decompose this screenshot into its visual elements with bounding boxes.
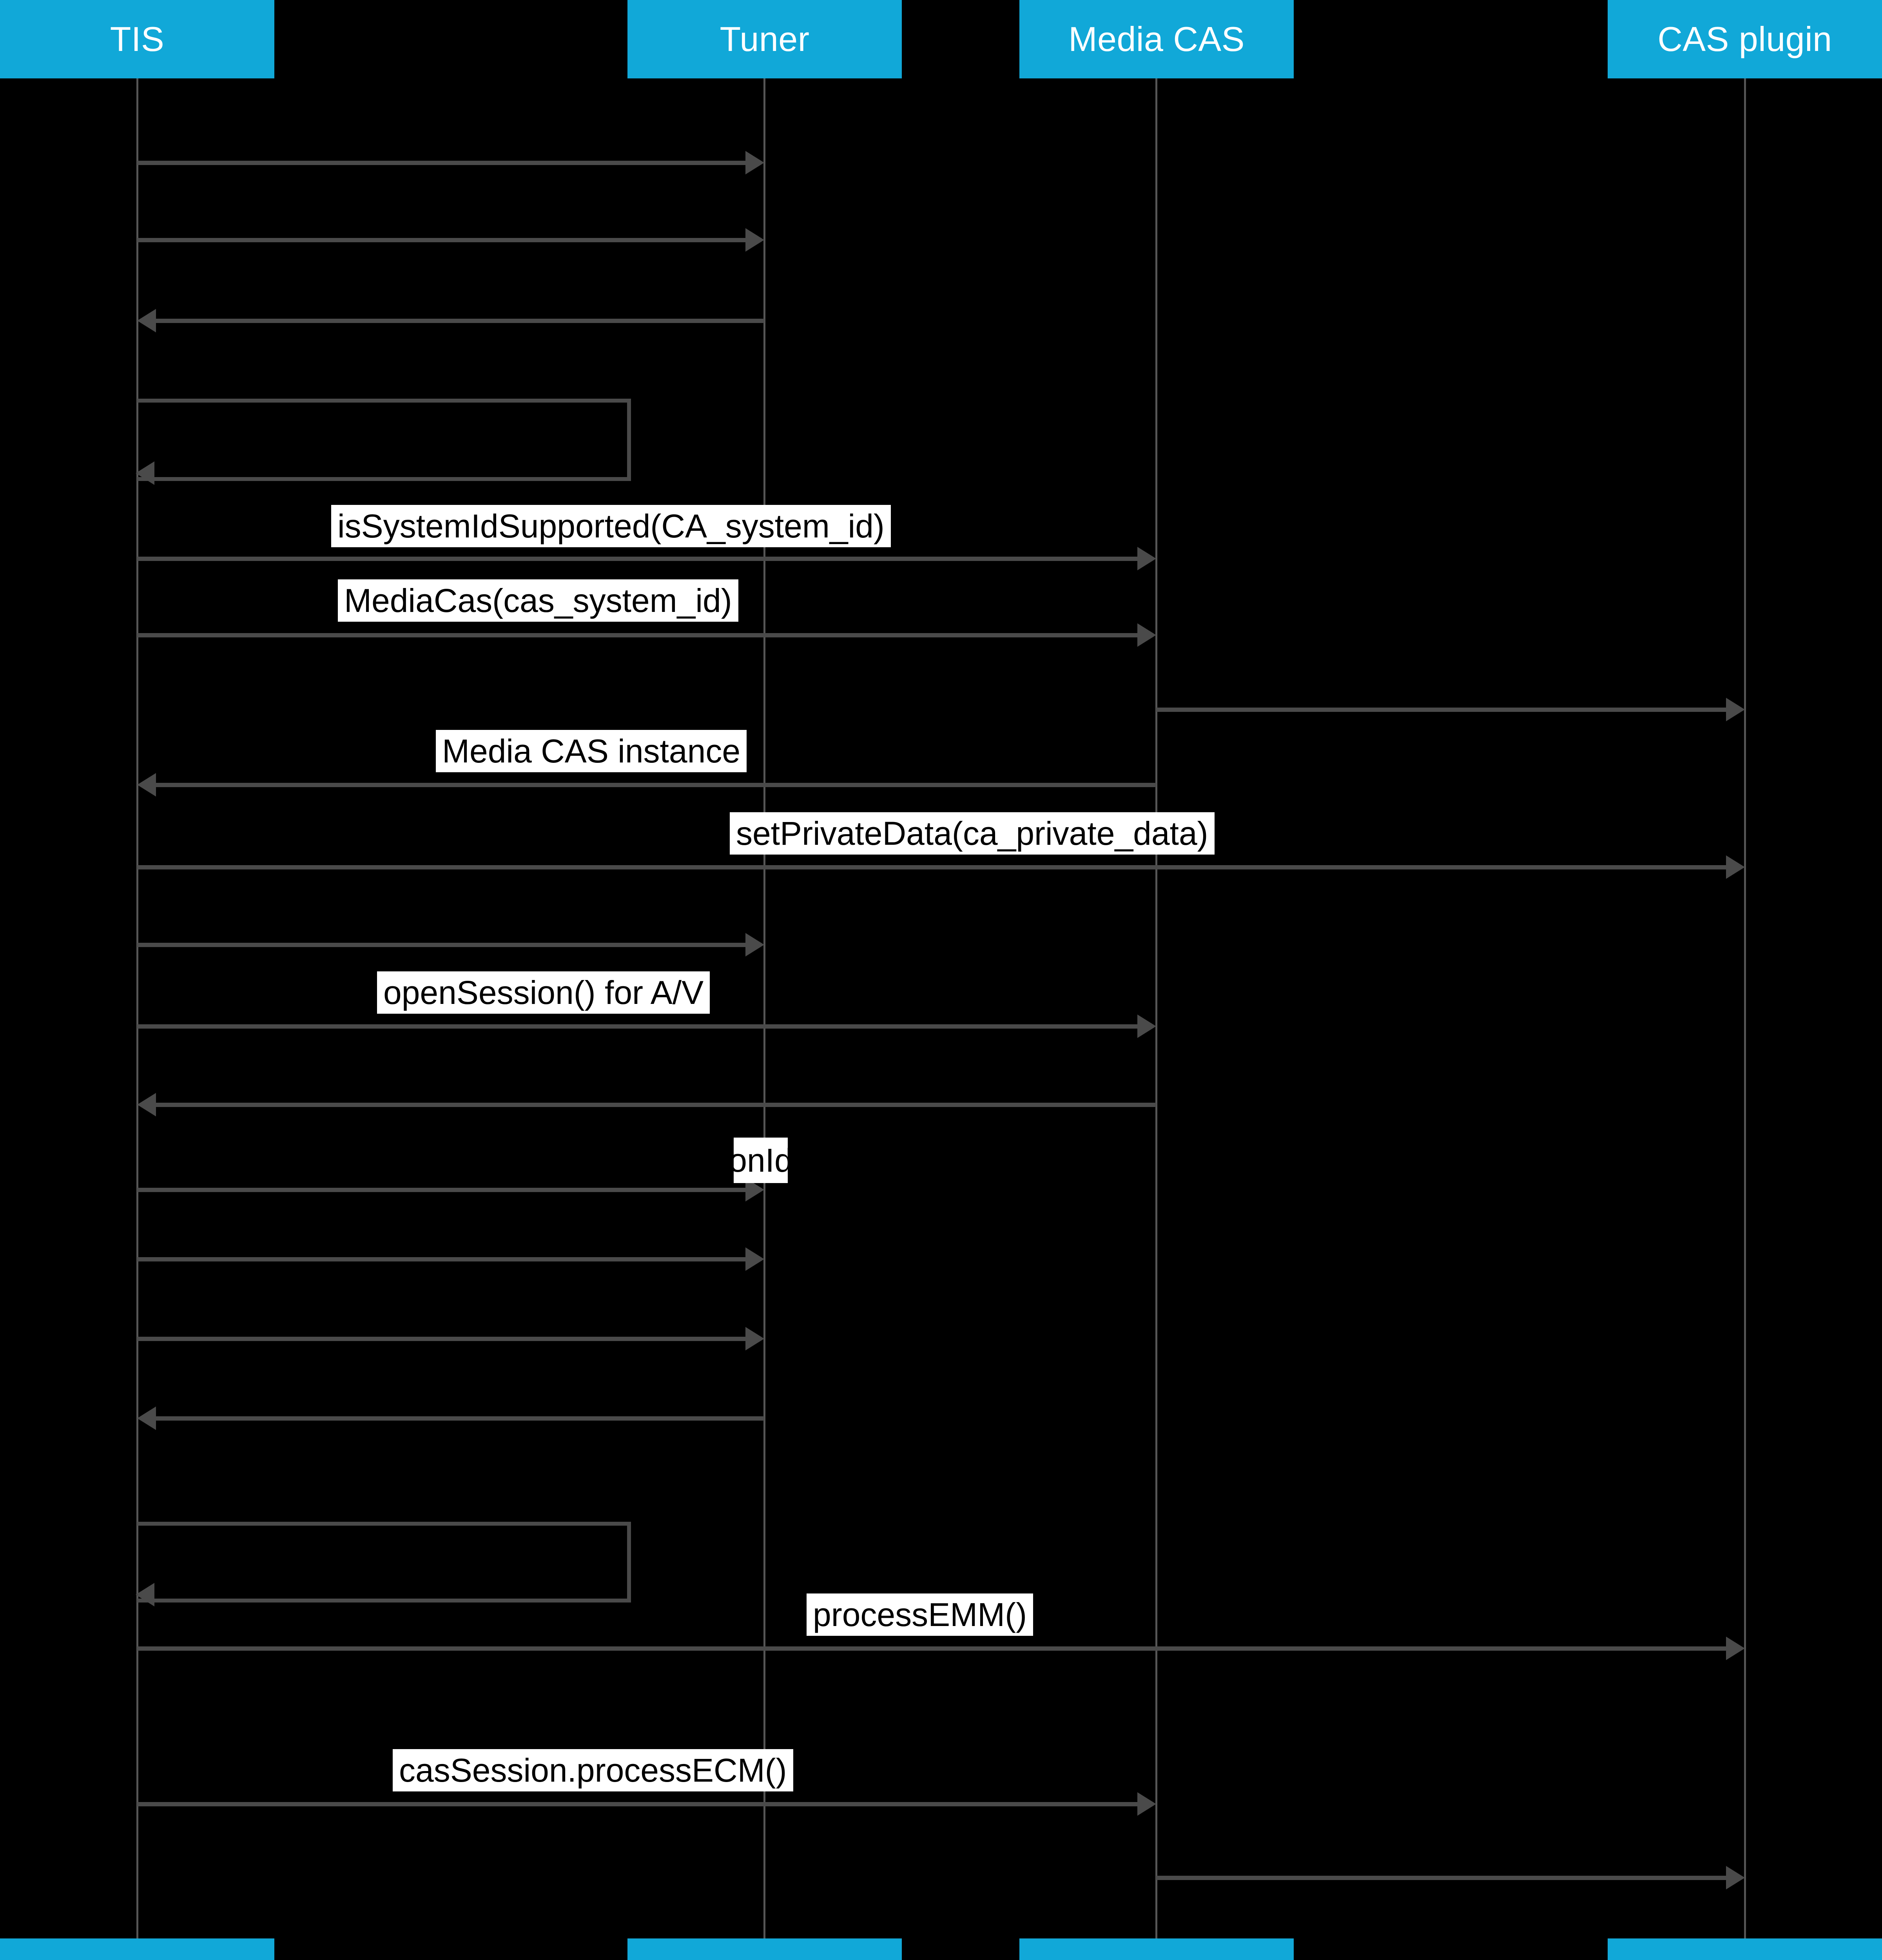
- lifeline-media-cas: [1155, 78, 1157, 1938]
- message-arrow-10: [137, 943, 745, 947]
- arrowhead-5: [1137, 547, 1156, 570]
- message-arrow-20: [1156, 1876, 1726, 1880]
- message-arrow-3: [156, 319, 764, 323]
- message-label-on-id: onId: [734, 1138, 788, 1183]
- message-label-open-session: openSession() for A/V: [377, 971, 710, 1014]
- arrowhead-4: [136, 461, 154, 485]
- message-label-mediacas: MediaCas(cas_system_id): [338, 579, 738, 622]
- participant-header-tis[interactable]: TIS: [0, 0, 274, 78]
- arrowhead-19: [1137, 1792, 1156, 1816]
- participant-footer-cas-plugin[interactable]: CAS plugin: [1608, 1938, 1882, 1960]
- message-arrow-15: [137, 1337, 745, 1341]
- participant-footer-tis[interactable]: TIS: [0, 1938, 274, 1960]
- participant-header-cas-plugin-label: CAS plugin: [1657, 20, 1832, 58]
- message-label-media-cas-instance: Media CAS instance: [436, 730, 747, 772]
- message-selfcall-4: [137, 399, 631, 481]
- message-selfcall-17: [137, 1522, 631, 1602]
- lifeline-tuner: [763, 78, 765, 1938]
- participant-footer-tuner[interactable]: Tuner: [627, 1938, 902, 1960]
- arrowhead-15: [745, 1327, 764, 1350]
- message-arrow-1: [137, 161, 745, 165]
- arrowhead-7: [1726, 698, 1745, 721]
- participant-header-tuner[interactable]: Tuner: [627, 0, 902, 78]
- message-arrow-5: [137, 557, 1137, 561]
- message-arrow-6: [137, 633, 1137, 637]
- arrowhead-14: [745, 1247, 764, 1271]
- message-arrow-19: [137, 1802, 1137, 1806]
- message-label-process-emm: processEMM(): [807, 1593, 1033, 1636]
- arrowhead-2: [745, 228, 764, 252]
- participant-header-tuner-label: Tuner: [720, 20, 810, 58]
- arrowhead-8: [137, 773, 156, 797]
- message-arrow-12: [156, 1103, 1156, 1107]
- arrowhead-3: [137, 309, 156, 332]
- arrowhead-18: [1726, 1637, 1745, 1660]
- arrowhead-1: [745, 151, 764, 174]
- arrowhead-10: [745, 933, 764, 956]
- participant-header-tis-label: TIS: [110, 20, 165, 58]
- message-arrow-13: [137, 1188, 745, 1192]
- participant-footer-media-cas[interactable]: Media CAS: [1019, 1938, 1294, 1960]
- participant-header-media-cas[interactable]: Media CAS: [1019, 0, 1294, 78]
- lifeline-cas-plugin: [1744, 78, 1746, 1938]
- arrowhead-17: [136, 1583, 154, 1606]
- message-arrow-9: [137, 865, 1726, 869]
- message-arrow-16: [156, 1416, 764, 1421]
- message-arrow-11: [137, 1024, 1137, 1029]
- message-arrow-7: [1156, 708, 1726, 712]
- participant-header-cas-plugin[interactable]: CAS plugin: [1608, 0, 1882, 78]
- arrowhead-12: [137, 1093, 156, 1116]
- arrowhead-6: [1137, 623, 1156, 647]
- message-arrow-14: [137, 1257, 745, 1261]
- arrowhead-11: [1137, 1014, 1156, 1038]
- message-label-is-system-id-supported: isSystemIdSupported(CA_system_id): [331, 505, 891, 547]
- participant-header-media-cas-label: Media CAS: [1068, 20, 1245, 58]
- message-label-set-private-data: setPrivateData(ca_private_data): [730, 812, 1215, 855]
- message-arrow-2: [137, 238, 745, 242]
- message-label-process-ecm: casSession.processECM(): [393, 1749, 793, 1791]
- message-arrow-8: [156, 783, 1156, 787]
- arrowhead-20: [1726, 1866, 1745, 1889]
- message-arrow-18: [137, 1646, 1726, 1651]
- arrowhead-16: [137, 1406, 156, 1430]
- arrowhead-9: [1726, 855, 1745, 879]
- lifeline-tis: [136, 78, 138, 1938]
